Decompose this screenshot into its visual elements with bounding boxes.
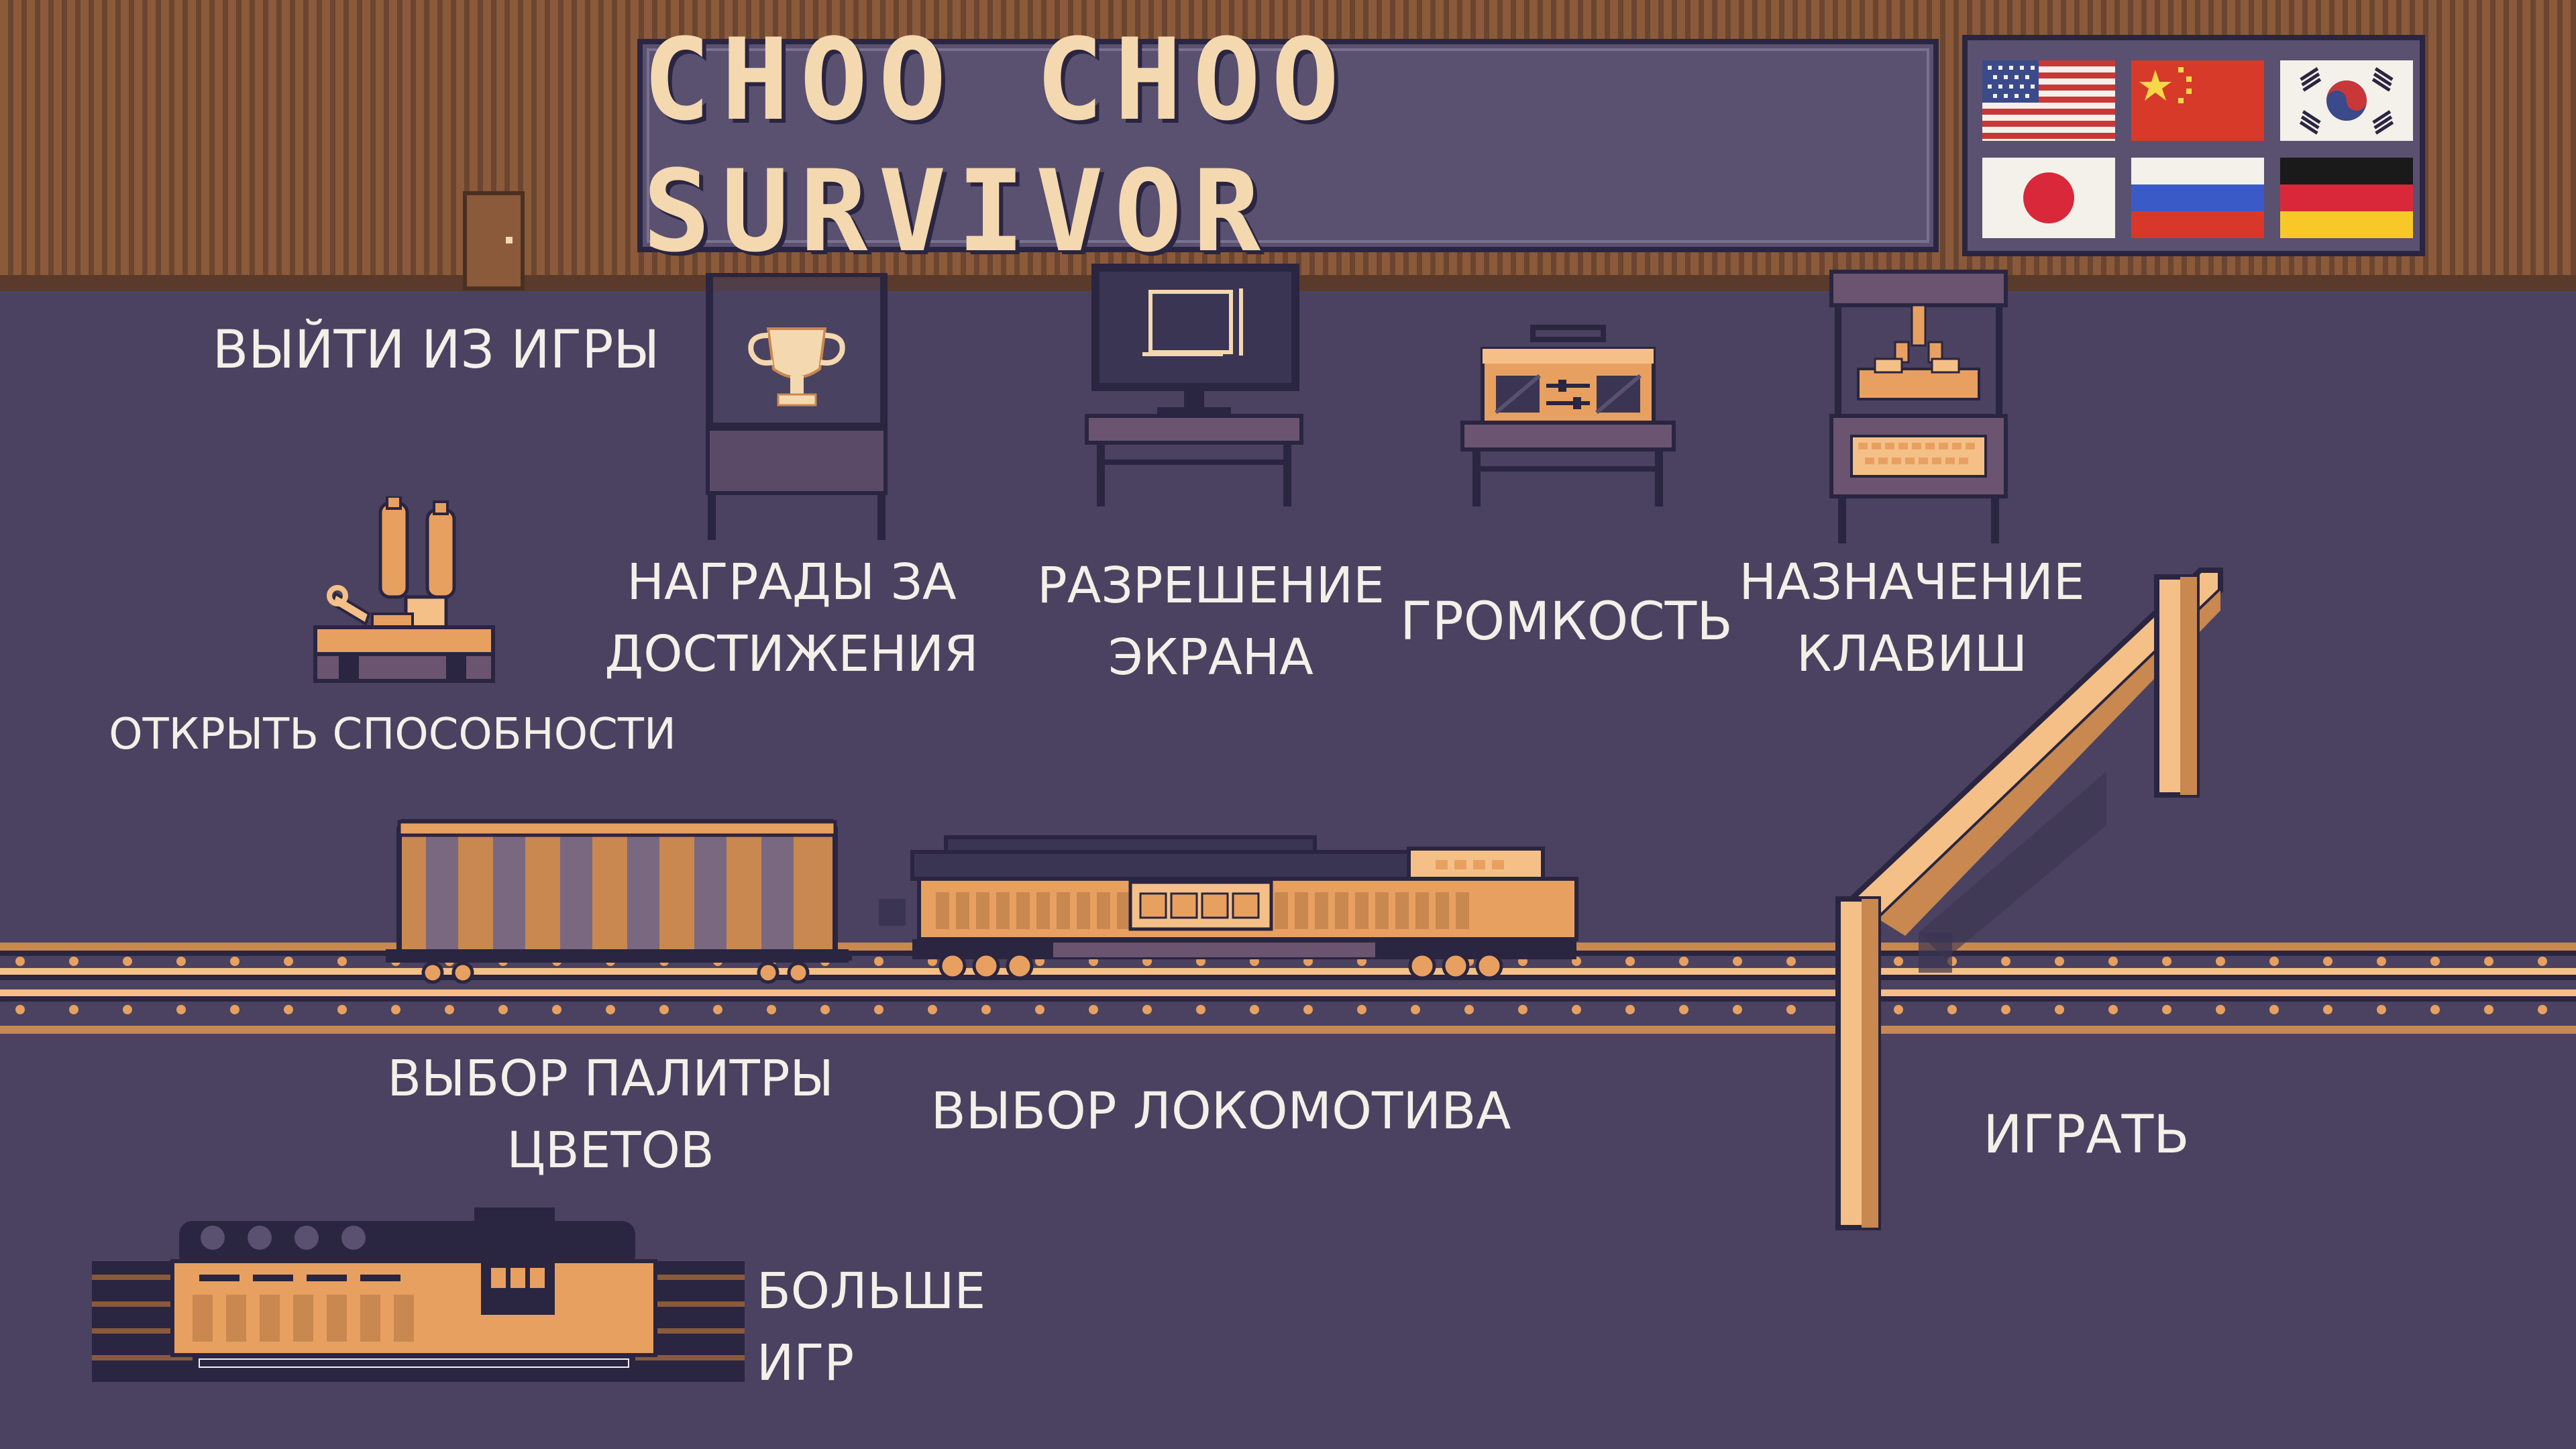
- more-games-banner-icon[interactable]: [92, 1201, 745, 1409]
- play-button[interactable]: ИГРАТЬ: [1983, 1105, 2190, 1165]
- door-knob: [506, 237, 513, 244]
- exit-door-icon[interactable]: [463, 191, 525, 290]
- game-title: CHOO CHOO SURVIVOR: [643, 14, 1350, 277]
- russia-flag-icon[interactable]: [2131, 158, 2264, 238]
- locomotive-icon[interactable]: [872, 832, 1590, 986]
- usa-flag-icon[interactable]: [1982, 60, 2115, 141]
- palette-select-button[interactable]: ВЫБОР ПАЛИТРЫ ЦВЕТОВ: [387, 1050, 834, 1180]
- abilities-button[interactable]: ОТКРЫТЬ СПОСОБНОСТИ: [109, 710, 676, 759]
- locomotive-select-button[interactable]: ВЫБОР ЛОКОМОТИВА: [930, 1081, 1511, 1140]
- monitor-icon[interactable]: [1083, 258, 1305, 510]
- germany-flag-icon[interactable]: [2280, 158, 2413, 238]
- radio-volume-icon[interactable]: [1459, 322, 1677, 510]
- japan-flag-icon[interactable]: [1982, 158, 2115, 238]
- korea-flag-icon[interactable]: [2280, 60, 2413, 141]
- claw-keyboard-icon[interactable]: [1828, 268, 2009, 543]
- title-board: CHOO CHOO SURVIVOR: [637, 14, 1939, 277]
- tools-pallet-icon[interactable]: [312, 496, 496, 684]
- ramp-play-icon[interactable]: [1825, 557, 2241, 1231]
- volume-button[interactable]: ГРОМКОСТЬ: [1400, 592, 1733, 652]
- trophy-case-icon[interactable]: [704, 268, 889, 540]
- more-games-button[interactable]: БОЛЬШЕ ИГР: [757, 1263, 986, 1393]
- keybindings-button[interactable]: НАЗНАЧЕНИЕ КЛАВИШ: [1739, 553, 2085, 684]
- screen-resolution-button[interactable]: РАЗРЕШЕНИЕ ЭКРАНА: [1037, 557, 1385, 687]
- china-flag-icon[interactable]: [2131, 60, 2264, 141]
- achievements-button[interactable]: НАГРАДЫ ЗА ДОСТИЖЕНИЯ: [604, 553, 979, 684]
- language-selector: [1962, 35, 2425, 256]
- exit-game-button[interactable]: ВЫЙТИ ИЗ ИГРЫ: [212, 320, 660, 380]
- freight-wagon-icon[interactable]: [379, 802, 852, 989]
